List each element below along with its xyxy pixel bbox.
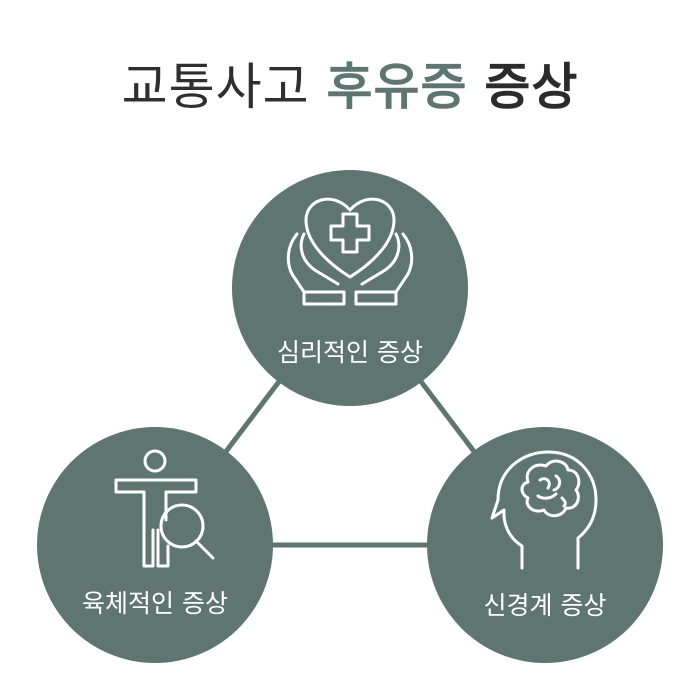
node-circle xyxy=(427,427,663,663)
brain-head-icon xyxy=(490,450,598,570)
body-magnifier-icon xyxy=(114,449,215,568)
title-part-2: 후유증 xyxy=(326,58,468,116)
node-psychological: 심리적인 증상 xyxy=(232,170,468,406)
node-label-physical: 육체적인 증상 xyxy=(82,589,228,618)
node-label-neurological: 신경계 증상 xyxy=(484,591,607,620)
title-part-3: 증상 xyxy=(484,58,579,116)
title-part-1: 교통사고 xyxy=(121,58,310,116)
node-label-psychological: 심리적인 증상 xyxy=(277,338,423,367)
node-neurological: 신경계 증상 xyxy=(427,427,663,663)
page-title: 교통사고 후유증 증상 xyxy=(0,52,700,122)
node-circle xyxy=(232,170,468,406)
node-physical: 육체적인 증상 xyxy=(37,427,273,663)
node-circle xyxy=(37,427,273,663)
heart-cross-hands-icon xyxy=(286,197,414,306)
